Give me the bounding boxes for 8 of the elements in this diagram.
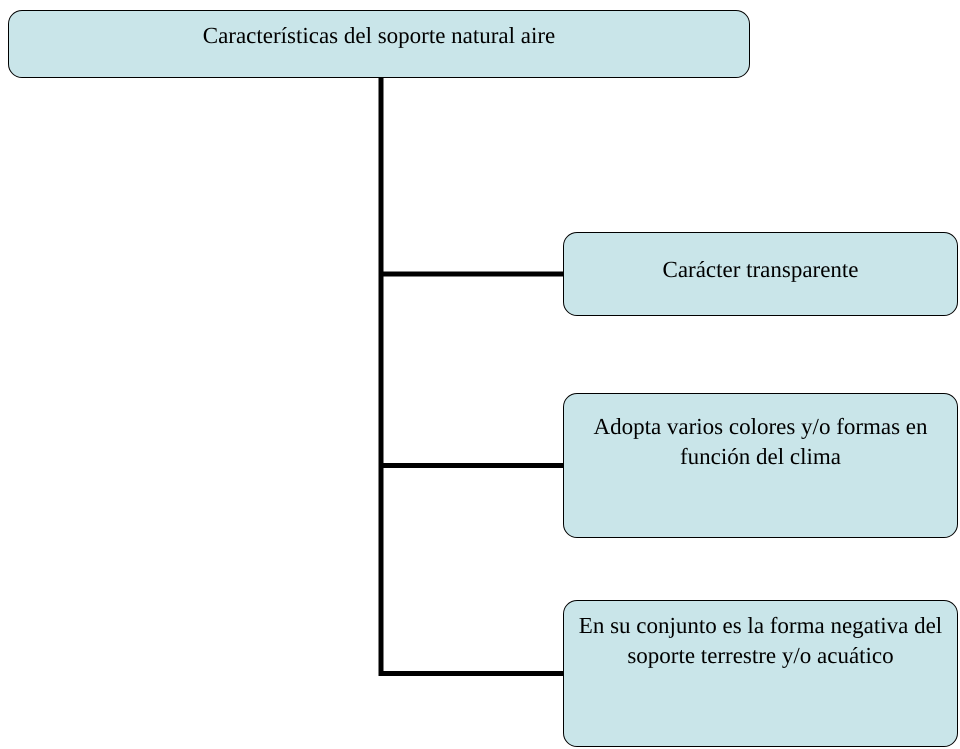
text-box	[8, 10, 750, 78]
text-box	[563, 393, 958, 538]
text-box	[563, 232, 958, 316]
box-text: Carácter transparente	[661, 256, 860, 284]
box-text: En su conjunto es la forma negativa del soporte terrestre y/o acuático	[578, 612, 944, 670]
box-text: Adopta varios colores y/o formas en función del clima	[592, 413, 929, 471]
text-box	[563, 600, 958, 747]
box-text: Características del soporte natural aire	[202, 22, 556, 50]
